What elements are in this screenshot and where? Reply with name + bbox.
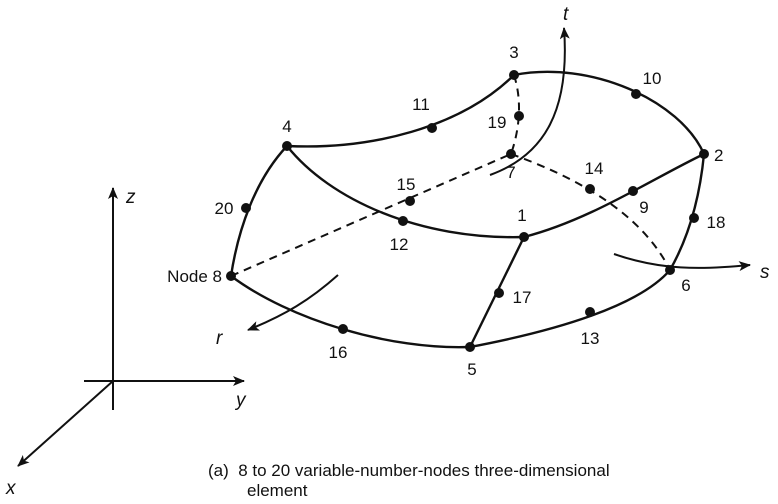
node-7 xyxy=(506,149,516,159)
y-axis-label: y xyxy=(234,390,247,411)
local-axes xyxy=(247,27,751,331)
node-12 xyxy=(398,216,408,226)
node-label-1: 1 xyxy=(517,206,526,225)
edge-3-7 xyxy=(510,74,520,155)
node-label-7: 7 xyxy=(506,163,515,182)
edge-8-5 xyxy=(230,275,471,349)
x-axis-label: x xyxy=(5,478,17,499)
node-16 xyxy=(338,324,348,334)
node-label-4: 4 xyxy=(282,117,291,136)
caption-line-1: (a) 8 to 20 variable-number-nodes three-… xyxy=(208,461,610,480)
edge-1-2 xyxy=(523,152,705,239)
node-4 xyxy=(282,141,292,151)
edge-7-6 xyxy=(510,153,671,271)
node-label-11: 11 xyxy=(412,95,430,114)
node-label-10: 10 xyxy=(643,69,662,88)
node-label-6: 6 xyxy=(681,276,690,295)
s-axis xyxy=(613,253,751,272)
node-label-5: 5 xyxy=(467,360,476,379)
edge-4-1 xyxy=(286,145,525,239)
node-label-20: 20 xyxy=(215,199,234,218)
node-10 xyxy=(631,89,641,99)
node-label-19: 19 xyxy=(488,113,507,132)
node-2 xyxy=(699,149,709,159)
node-label-9: 9 xyxy=(639,198,648,217)
node-label-3: 3 xyxy=(509,43,518,62)
z-axis-label: z xyxy=(125,187,136,208)
node-13 xyxy=(585,307,595,317)
node-label-14: 14 xyxy=(585,159,604,178)
node-6 xyxy=(665,265,675,275)
edge-4-3 xyxy=(286,74,515,148)
node-label-13: 13 xyxy=(581,329,600,348)
node-9 xyxy=(628,186,638,196)
edge-3-2 xyxy=(513,70,706,155)
edge-4-8 xyxy=(229,145,288,277)
node-11 xyxy=(427,123,437,133)
r-axis-label: r xyxy=(216,328,223,349)
node-labels: 1 2 3 4 5 6 7 Node 8 9 10 11 12 13 14 15… xyxy=(167,43,725,379)
node-8 xyxy=(226,271,236,281)
node-label-17: 17 xyxy=(513,288,532,307)
t-axis-label: t xyxy=(563,4,569,25)
node-label-12: 12 xyxy=(390,235,409,254)
node-label-8: Node 8 xyxy=(167,267,222,286)
node-label-2: 2 xyxy=(714,146,723,165)
node-label-16: 16 xyxy=(329,343,348,362)
node-5 xyxy=(465,342,475,352)
s-axis-label: s xyxy=(760,262,770,283)
node-18 xyxy=(689,213,699,223)
node-1 xyxy=(519,232,529,242)
edge-2-6 xyxy=(668,153,706,271)
node-19 xyxy=(514,111,524,121)
node-17 xyxy=(494,288,504,298)
x-axis xyxy=(17,380,114,467)
node-20 xyxy=(241,203,251,213)
edge-8-7 xyxy=(230,153,512,277)
r-axis xyxy=(247,274,339,331)
node-15 xyxy=(405,196,415,206)
t-axis xyxy=(489,27,570,176)
node-label-18: 18 xyxy=(707,213,726,232)
node-14 xyxy=(585,184,595,194)
edge-5-6 xyxy=(469,269,671,349)
node-points xyxy=(226,70,709,352)
hidden-edges xyxy=(230,74,671,277)
global-axes xyxy=(17,187,245,467)
node-label-15: 15 xyxy=(397,175,416,194)
caption-line-2: element xyxy=(247,481,308,500)
node-3 xyxy=(509,70,519,80)
element-edges xyxy=(229,70,706,349)
